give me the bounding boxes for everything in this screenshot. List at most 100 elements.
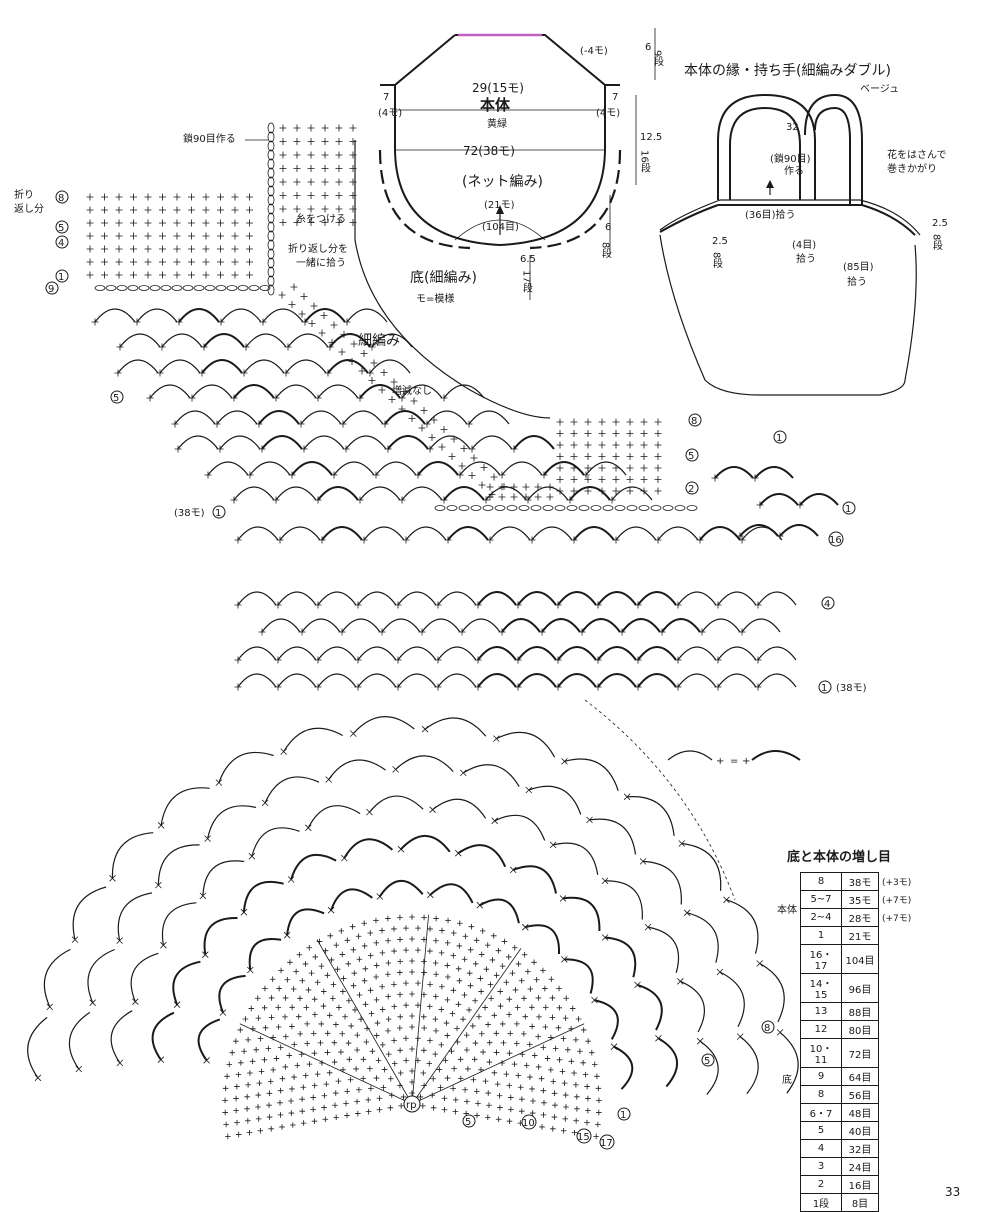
sc-stitch	[279, 138, 287, 145]
sc-stitch	[654, 453, 662, 460]
sc-stitch	[400, 388, 408, 395]
sc-stitch	[796, 501, 804, 509]
sc-stitch	[486, 1039, 493, 1046]
chain-arch	[637, 983, 663, 1031]
sc-stitch	[506, 1050, 513, 1057]
sc-stitch	[101, 271, 108, 279]
sc-stitch	[318, 536, 326, 544]
sc-stitch	[391, 1003, 398, 1010]
sc-stitch	[506, 1082, 513, 1089]
sc-stitch	[426, 445, 434, 453]
sc-stitch	[482, 1078, 489, 1084]
sc-stitch	[518, 1108, 525, 1114]
sc-stitch	[455, 849, 462, 857]
sc-stitch	[570, 487, 578, 495]
sc-stitch	[86, 258, 94, 266]
sc-stitch	[474, 683, 482, 691]
sc-stitch	[584, 476, 592, 483]
sc-stitch	[736, 1033, 744, 1040]
sc-stitch	[468, 923, 475, 930]
sc-stitch	[570, 418, 578, 426]
sc-stitch	[421, 1025, 427, 1031]
sc-stitch	[173, 232, 181, 240]
chain-arch	[557, 673, 597, 688]
sc-stitch	[282, 1064, 289, 1070]
sc-stitch	[246, 206, 253, 214]
chain-arch	[437, 591, 477, 606]
table-cell-row: 1	[800, 926, 842, 945]
sc-stitch	[312, 1011, 318, 1018]
chain-arch	[177, 435, 219, 450]
sc-stitch	[159, 206, 166, 214]
table-cell-note	[879, 1039, 915, 1068]
marker-l1: 1	[215, 508, 221, 519]
sc-stitch	[321, 192, 329, 199]
sc-stitch	[568, 1058, 575, 1065]
sc-stitch	[175, 318, 183, 326]
sc-stitch	[288, 1098, 294, 1104]
sc-stitch	[217, 193, 224, 201]
sc-stitch	[420, 407, 428, 414]
sc-stitch	[321, 1092, 328, 1099]
sc-stitch	[312, 954, 319, 960]
sc-stitch	[298, 310, 306, 318]
sc-stitch	[544, 1055, 551, 1062]
sc-stitch	[256, 1080, 263, 1086]
chain-arch	[218, 974, 246, 1013]
sc-stitch	[156, 369, 164, 377]
sc-stitch	[231, 245, 239, 253]
chain-arch	[261, 435, 303, 450]
sc-stitch	[335, 205, 343, 213]
chain-stitch	[470, 505, 482, 511]
sc-stitch	[115, 258, 123, 266]
sc-stitch	[472, 1040, 479, 1046]
chain-arch	[757, 673, 797, 688]
sc-stitch	[497, 1104, 503, 1111]
marker-r4: 4	[58, 238, 64, 249]
sc-stitch	[328, 957, 335, 963]
chain-arch	[615, 526, 657, 541]
sc-stitch	[311, 1118, 318, 1124]
sc-stitch	[350, 340, 358, 348]
sc-stitch	[242, 1016, 249, 1022]
sc-stitch	[521, 951, 528, 958]
sc-stitch	[200, 343, 208, 351]
chain-arch	[757, 646, 797, 661]
sc-stitch	[202, 245, 210, 253]
sc-stitch	[514, 683, 522, 691]
sc-stitch	[432, 1051, 439, 1057]
sc-stitch	[202, 258, 210, 266]
sc-stitch	[261, 1004, 268, 1011]
pick-36: (36目)拾う	[745, 208, 796, 221]
sc-stitch	[300, 293, 308, 300]
chain-arch	[564, 758, 619, 791]
sc-stitch	[457, 920, 463, 927]
sc-stitch	[478, 481, 486, 489]
sc-stitch	[531, 1052, 538, 1059]
sc-stitch	[529, 1004, 535, 1011]
sc-stitch	[298, 628, 306, 636]
sc-stitch	[202, 219, 210, 227]
table-cell-row: 13	[800, 1002, 842, 1021]
sc-stitch	[644, 923, 652, 931]
sc-stitch	[634, 601, 642, 609]
marker-b1a: 1	[776, 433, 782, 444]
sc-stitch	[282, 1014, 288, 1020]
chain-arch	[359, 384, 401, 399]
sc-stitch	[593, 1133, 599, 1140]
sc-stitch	[470, 454, 478, 462]
sc-stitch	[217, 271, 224, 279]
handle-stitch-chart: 鎖90目作る 折り 返し分 糸をつける 折り返し分を 一緒に拾う 細編み 増減な…	[14, 122, 856, 547]
sc-stitch	[296, 951, 303, 958]
sc-stitch	[159, 219, 166, 227]
sc-stitch	[306, 1061, 313, 1067]
chain-arch	[161, 902, 197, 946]
sc-stitch	[573, 1082, 579, 1088]
side-left-cm: 7	[383, 92, 389, 103]
sc-stitch	[288, 301, 296, 308]
chain-arch	[779, 524, 819, 537]
sc-stitch	[434, 656, 442, 664]
sc-stitch	[674, 683, 682, 691]
sc-stitch	[245, 1117, 251, 1124]
sc-stitch	[429, 806, 436, 813]
